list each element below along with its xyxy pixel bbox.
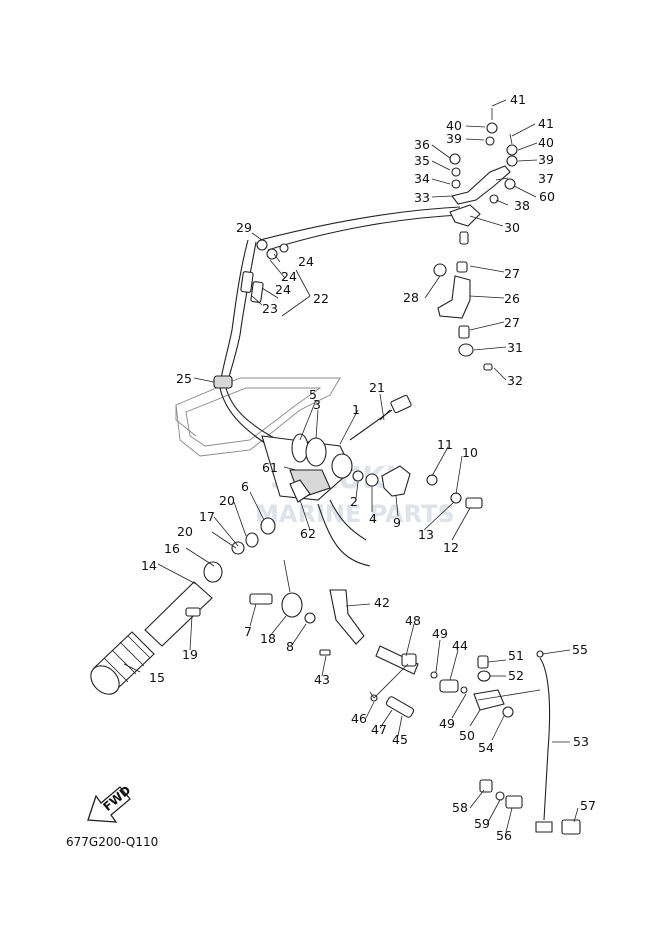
callout-24b: 24	[281, 269, 297, 284]
watermark-line2: MARINE PARTS	[255, 500, 455, 528]
callout-15: 15	[149, 670, 165, 685]
callout-40a: 40	[446, 118, 462, 133]
leader-lines	[123, 99, 579, 833]
callout-26: 26	[504, 291, 520, 306]
callout-44: 44	[452, 638, 468, 653]
callout-3: 3	[313, 397, 321, 412]
diagram-code: 677G200-Q110	[66, 835, 158, 849]
callout-1: 1	[352, 402, 360, 417]
callout-41b: 41	[538, 116, 554, 131]
callout-47: 47	[371, 722, 387, 737]
fwd-arrow: FWD	[87, 783, 134, 823]
cable-assembly	[213, 206, 461, 449]
callout-10: 10	[462, 445, 478, 460]
handle-grip	[90, 561, 223, 695]
callout-6: 6	[241, 479, 249, 494]
callout-41a: 41	[510, 92, 526, 107]
linkage-lower	[249, 589, 581, 835]
callout-2: 2	[350, 494, 358, 509]
callout-45: 45	[392, 732, 408, 747]
callout-49a: 49	[432, 626, 448, 641]
callout-35: 35	[414, 153, 430, 168]
callout-39a: 39	[446, 131, 462, 146]
callout-59: 59	[474, 816, 490, 831]
callout-11: 11	[437, 437, 453, 452]
callout-52: 52	[508, 668, 524, 683]
callout-33: 33	[414, 190, 430, 205]
callout-24a: 24	[298, 254, 314, 269]
callout-55: 55	[572, 642, 588, 657]
callout-58: 58	[452, 800, 468, 815]
callout-40b: 40	[538, 135, 554, 150]
callout-57: 57	[580, 798, 596, 813]
callout-13: 13	[418, 527, 434, 542]
callout-43: 43	[314, 672, 330, 687]
callout-18: 18	[260, 631, 276, 646]
callout-17: 17	[199, 509, 215, 524]
callout-5: 5	[309, 387, 317, 402]
callout-61: 61	[262, 460, 278, 475]
callout-29: 29	[236, 220, 252, 235]
callout-46: 46	[351, 711, 367, 726]
callout-36: 36	[414, 137, 430, 152]
callout-28: 28	[403, 290, 419, 305]
callout-19: 19	[182, 647, 198, 662]
callout-49b: 49	[439, 716, 455, 731]
callout-labels: 1 2 3 4 5 6 7 8 9 10 11 12 13 14 15 16 1…	[141, 92, 596, 843]
callout-16: 16	[164, 541, 180, 556]
control-box-body	[231, 394, 483, 567]
callout-23: 23	[262, 301, 278, 316]
callout-50: 50	[459, 728, 475, 743]
callout-9: 9	[393, 515, 401, 530]
callout-56: 56	[496, 828, 512, 843]
callout-22: 22	[313, 291, 329, 306]
callout-30: 30	[504, 220, 520, 235]
callout-27b: 27	[504, 315, 520, 330]
callout-4: 4	[369, 511, 377, 526]
callout-21: 21	[369, 380, 385, 395]
callout-14: 14	[141, 558, 157, 573]
callout-24c: 24	[275, 282, 291, 297]
callout-27a: 27	[504, 266, 520, 281]
callout-51: 51	[508, 648, 524, 663]
mounting-bracket	[175, 377, 341, 457]
callout-42: 42	[374, 595, 390, 610]
callout-34: 34	[414, 171, 430, 186]
callout-60: 60	[539, 189, 555, 204]
callout-48: 48	[405, 613, 421, 628]
callout-25: 25	[176, 371, 192, 386]
callout-20b: 20	[177, 524, 193, 539]
linkage-upper	[433, 108, 518, 371]
callout-39b: 39	[538, 152, 554, 167]
callout-37: 37	[538, 171, 554, 186]
callout-38: 38	[514, 198, 530, 213]
callout-12: 12	[443, 540, 459, 555]
callout-53: 53	[573, 734, 589, 749]
callout-54: 54	[478, 740, 494, 755]
callout-8: 8	[286, 639, 294, 654]
callout-62: 62	[300, 526, 316, 541]
callout-32: 32	[507, 373, 523, 388]
callout-20a: 20	[219, 493, 235, 508]
callout-31: 31	[507, 340, 523, 355]
callout-7: 7	[244, 624, 252, 639]
